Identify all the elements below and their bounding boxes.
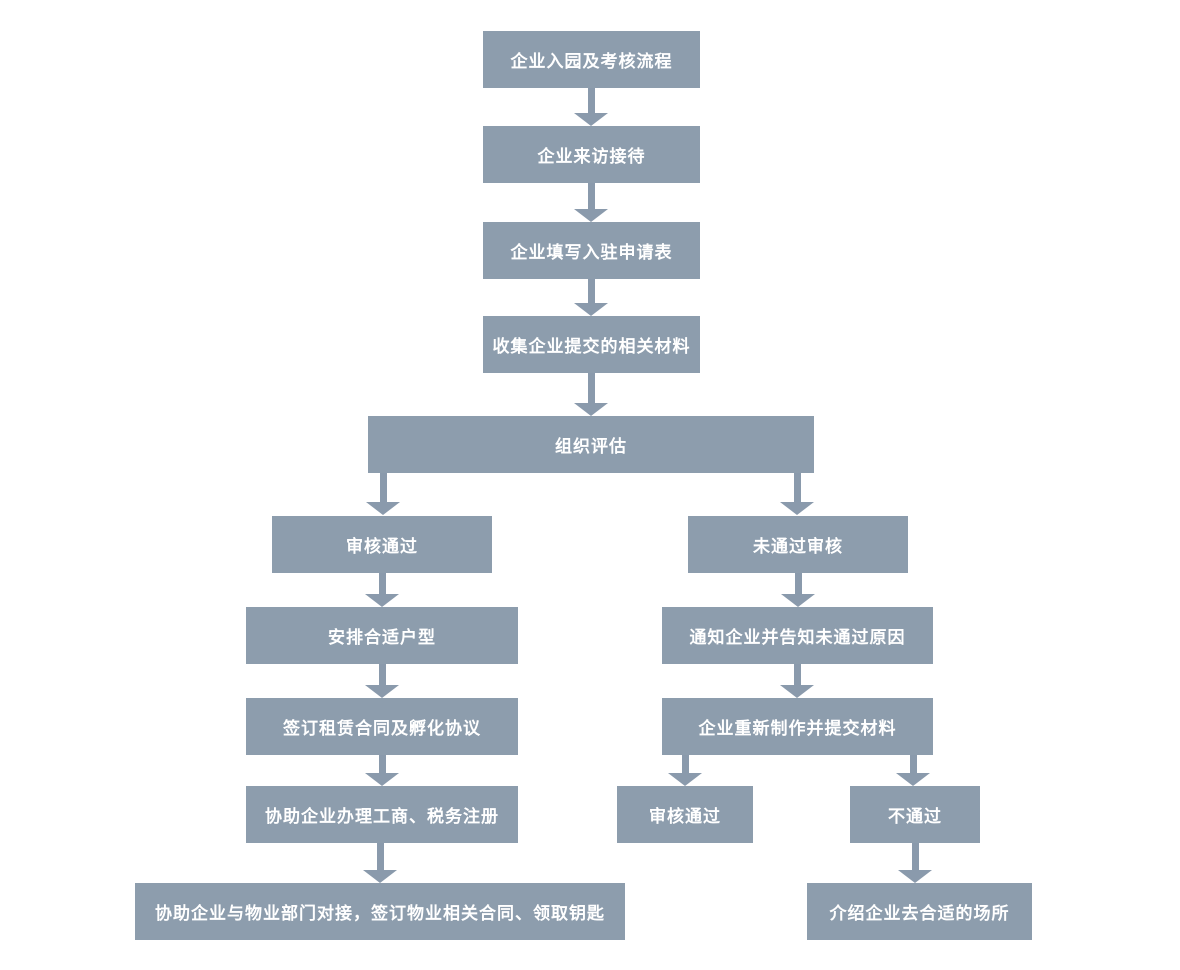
arrow-down-icon [574, 373, 608, 416]
arrow-head [898, 870, 932, 883]
arrow-stem [793, 664, 801, 685]
flow-node-property-handover: 协助企业与物业部门对接，签订物业相关合同、领取钥匙 [135, 883, 625, 940]
arrow-stem [909, 755, 917, 773]
flow-node-start: 企业入园及考核流程 [483, 31, 700, 88]
arrow-stem [587, 373, 595, 403]
arrow-down-icon [781, 573, 815, 607]
arrow-head [780, 685, 814, 698]
arrow-stem [378, 664, 386, 685]
flow-node-refer-elsewhere: 介绍企业去合适的场所 [807, 883, 1032, 940]
arrow-down-icon [365, 664, 399, 698]
arrow-stem [587, 183, 595, 209]
arrow-stem [681, 755, 689, 773]
flow-node-collect-material: 收集企业提交的相关材料 [483, 316, 700, 373]
arrow-stem [587, 279, 595, 303]
flow-node-sign-contract: 签订租赁合同及孵化协议 [246, 698, 518, 755]
arrow-head [363, 870, 397, 883]
arrow-down-icon [574, 279, 608, 316]
flow-node-application-form: 企业填写入驻申请表 [483, 222, 700, 279]
arrow-stem [587, 88, 595, 113]
flow-node-resubmit: 企业重新制作并提交材料 [662, 698, 933, 755]
arrow-head [574, 303, 608, 316]
arrow-down-icon [574, 183, 608, 222]
arrow-down-icon [898, 843, 932, 883]
arrow-down-icon [574, 88, 608, 126]
flow-node-approved-2: 审核通过 [617, 786, 753, 843]
arrow-down-icon [363, 843, 397, 883]
arrow-down-icon [365, 755, 399, 786]
arrow-head [780, 502, 814, 515]
arrow-head [574, 113, 608, 126]
arrow-stem [794, 573, 802, 594]
arrow-head [365, 685, 399, 698]
arrow-stem [378, 573, 386, 594]
arrow-head [668, 773, 702, 786]
arrow-stem [379, 473, 387, 502]
flow-node-arrange-unit: 安排合适户型 [246, 607, 518, 664]
arrow-stem [911, 843, 919, 870]
arrow-down-icon [365, 573, 399, 607]
arrow-head [574, 209, 608, 222]
arrow-head [365, 594, 399, 607]
arrow-stem [376, 843, 384, 870]
arrow-head [574, 403, 608, 416]
flow-node-approved: 审核通过 [272, 516, 492, 573]
arrow-head [365, 773, 399, 786]
flow-node-notify-reason: 通知企业并告知未通过原因 [662, 607, 933, 664]
arrow-head [896, 773, 930, 786]
arrow-down-icon [896, 755, 930, 786]
arrow-down-icon [780, 473, 814, 515]
arrow-down-icon [366, 473, 400, 515]
arrow-stem [793, 473, 801, 502]
arrow-stem [378, 755, 386, 773]
flow-node-reception: 企业来访接待 [483, 126, 700, 183]
arrow-down-icon [668, 755, 702, 786]
arrow-head [366, 502, 400, 515]
flow-node-registration: 协助企业办理工商、税务注册 [246, 786, 518, 843]
flow-node-rejected-2: 不通过 [850, 786, 980, 843]
flow-node-assessment: 组织评估 [368, 416, 814, 473]
arrow-head [781, 594, 815, 607]
flow-node-not-approved: 未通过审核 [688, 516, 908, 573]
arrow-down-icon [780, 664, 814, 698]
